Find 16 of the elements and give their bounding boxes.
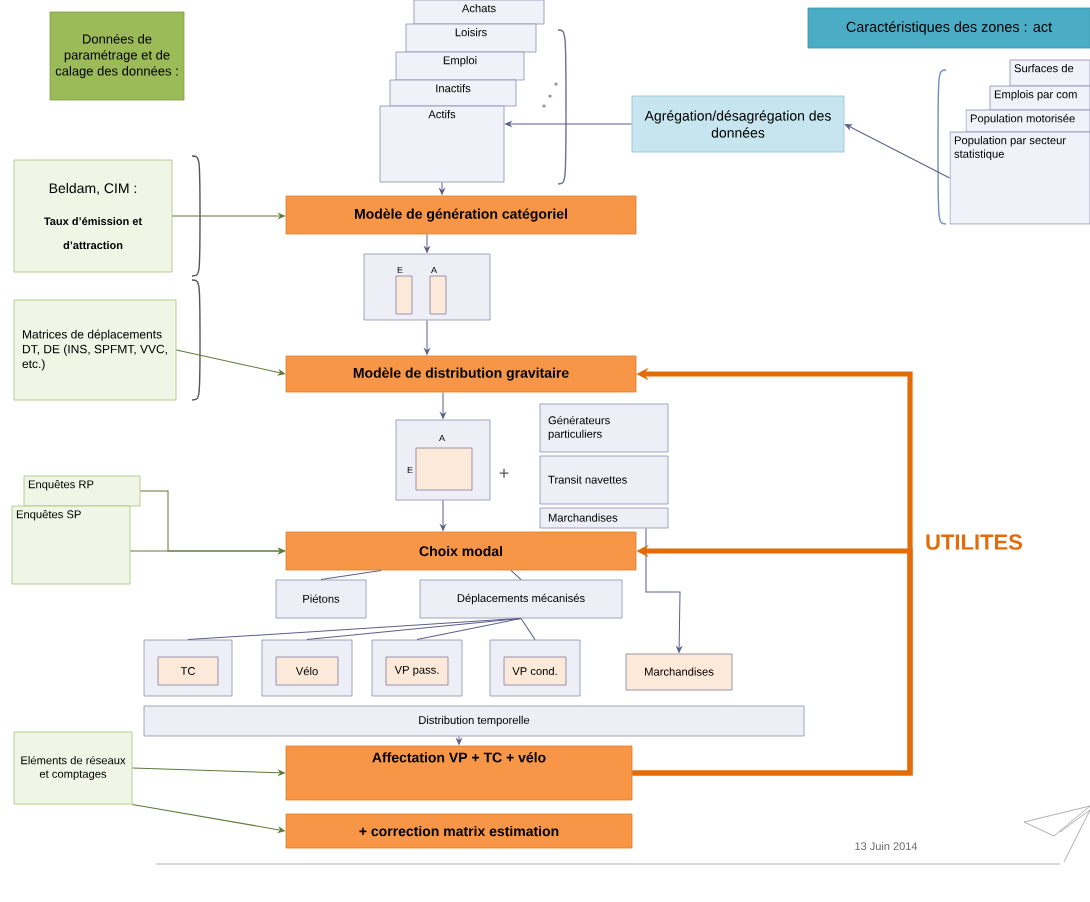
arrow (505, 121, 633, 127)
plus-sign: + (499, 468, 509, 478)
edge-label: UTILITES (926, 534, 1022, 550)
arrow (424, 233, 430, 253)
arrow (645, 527, 682, 653)
arrow (131, 767, 285, 776)
arrow (456, 735, 462, 745)
arrow (845, 124, 951, 179)
arrow (424, 319, 430, 355)
arrow (440, 499, 446, 531)
arrow (129, 548, 285, 554)
arrow (439, 181, 445, 195)
arrow (440, 391, 446, 419)
arrow (131, 803, 285, 833)
arrow (175, 349, 285, 376)
arrow (171, 213, 285, 219)
